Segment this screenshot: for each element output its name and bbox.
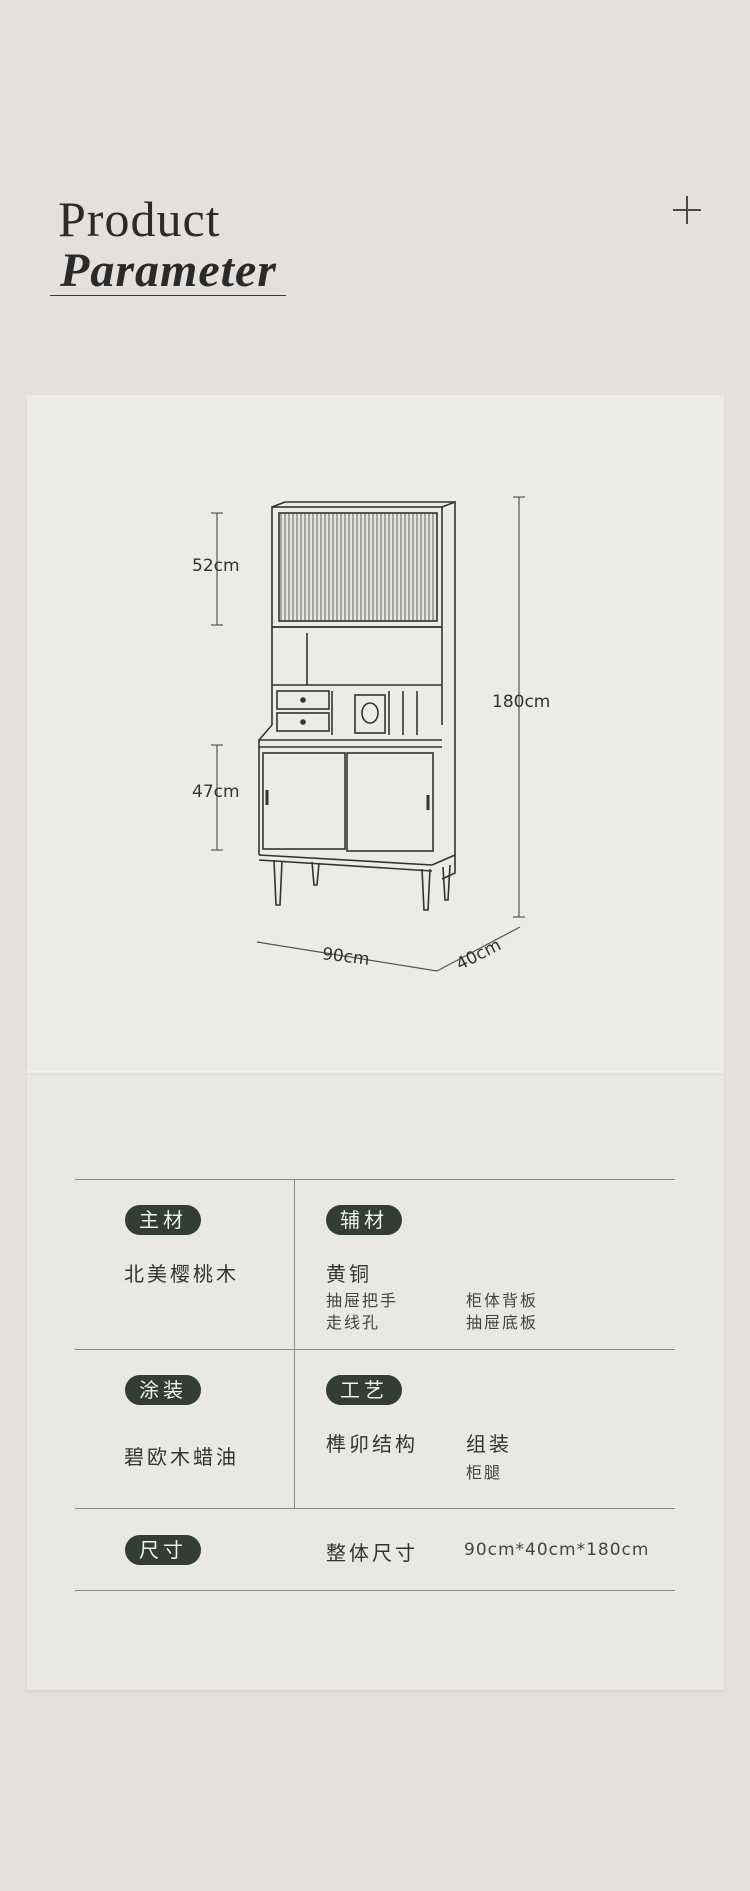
- dim-upper-height: 52cm: [192, 556, 240, 576]
- badge-craft: 工艺: [326, 1375, 402, 1405]
- table-divider: [294, 1180, 295, 1508]
- badge-main-material: 主材: [125, 1205, 201, 1235]
- title-underline: [50, 295, 286, 296]
- paper-fold: [27, 1071, 724, 1075]
- badge-finish: 涂装: [125, 1375, 201, 1405]
- drawer-2: [276, 712, 330, 732]
- upper-slat-door: [278, 512, 438, 622]
- lower-door-right: [346, 752, 434, 852]
- aux-item-4: 抽屉底板: [466, 1313, 539, 1332]
- title-line-2: Parameter: [60, 244, 277, 297]
- aux-item-2: 柜体背板: [466, 1291, 539, 1310]
- dim-total-height: 180cm: [492, 692, 551, 712]
- craft-value-2: 组装: [466, 1432, 512, 1456]
- size-name: 整体尺寸: [326, 1541, 418, 1565]
- finish-value: 碧欧木蜡油: [124, 1445, 239, 1469]
- table-rule-1: [75, 1349, 675, 1350]
- title-line-1: Product: [58, 191, 221, 247]
- badge-aux-material: 辅材: [326, 1205, 402, 1235]
- aux-item-1: 抽屉把手: [326, 1291, 399, 1310]
- table-rule-top: [75, 1179, 675, 1180]
- paper-top-sheet: [27, 395, 724, 1073]
- aux-material-value: 黄铜: [326, 1262, 372, 1286]
- badge-size: 尺寸: [125, 1535, 201, 1565]
- table-rule-bottom: [75, 1590, 675, 1591]
- craft-value: 榫卯结构: [326, 1432, 418, 1456]
- main-material-value: 北美樱桃木: [124, 1262, 239, 1286]
- craft-sub: 柜腿: [466, 1463, 503, 1482]
- cable-hole-box: [354, 694, 386, 734]
- size-value: 90cm*40cm*180cm: [464, 1540, 650, 1560]
- lower-door-left: [262, 752, 346, 850]
- dim-lower-height: 47cm: [192, 782, 240, 802]
- drawer-1: [276, 690, 330, 710]
- aux-item-3: 走线孔: [326, 1313, 381, 1332]
- plus-icon[interactable]: [673, 196, 701, 224]
- cabinet-lines: [258, 500, 456, 911]
- table-rule-2: [75, 1508, 675, 1509]
- dimension-lines: [211, 496, 525, 972]
- cabinet-drawing: [211, 496, 525, 972]
